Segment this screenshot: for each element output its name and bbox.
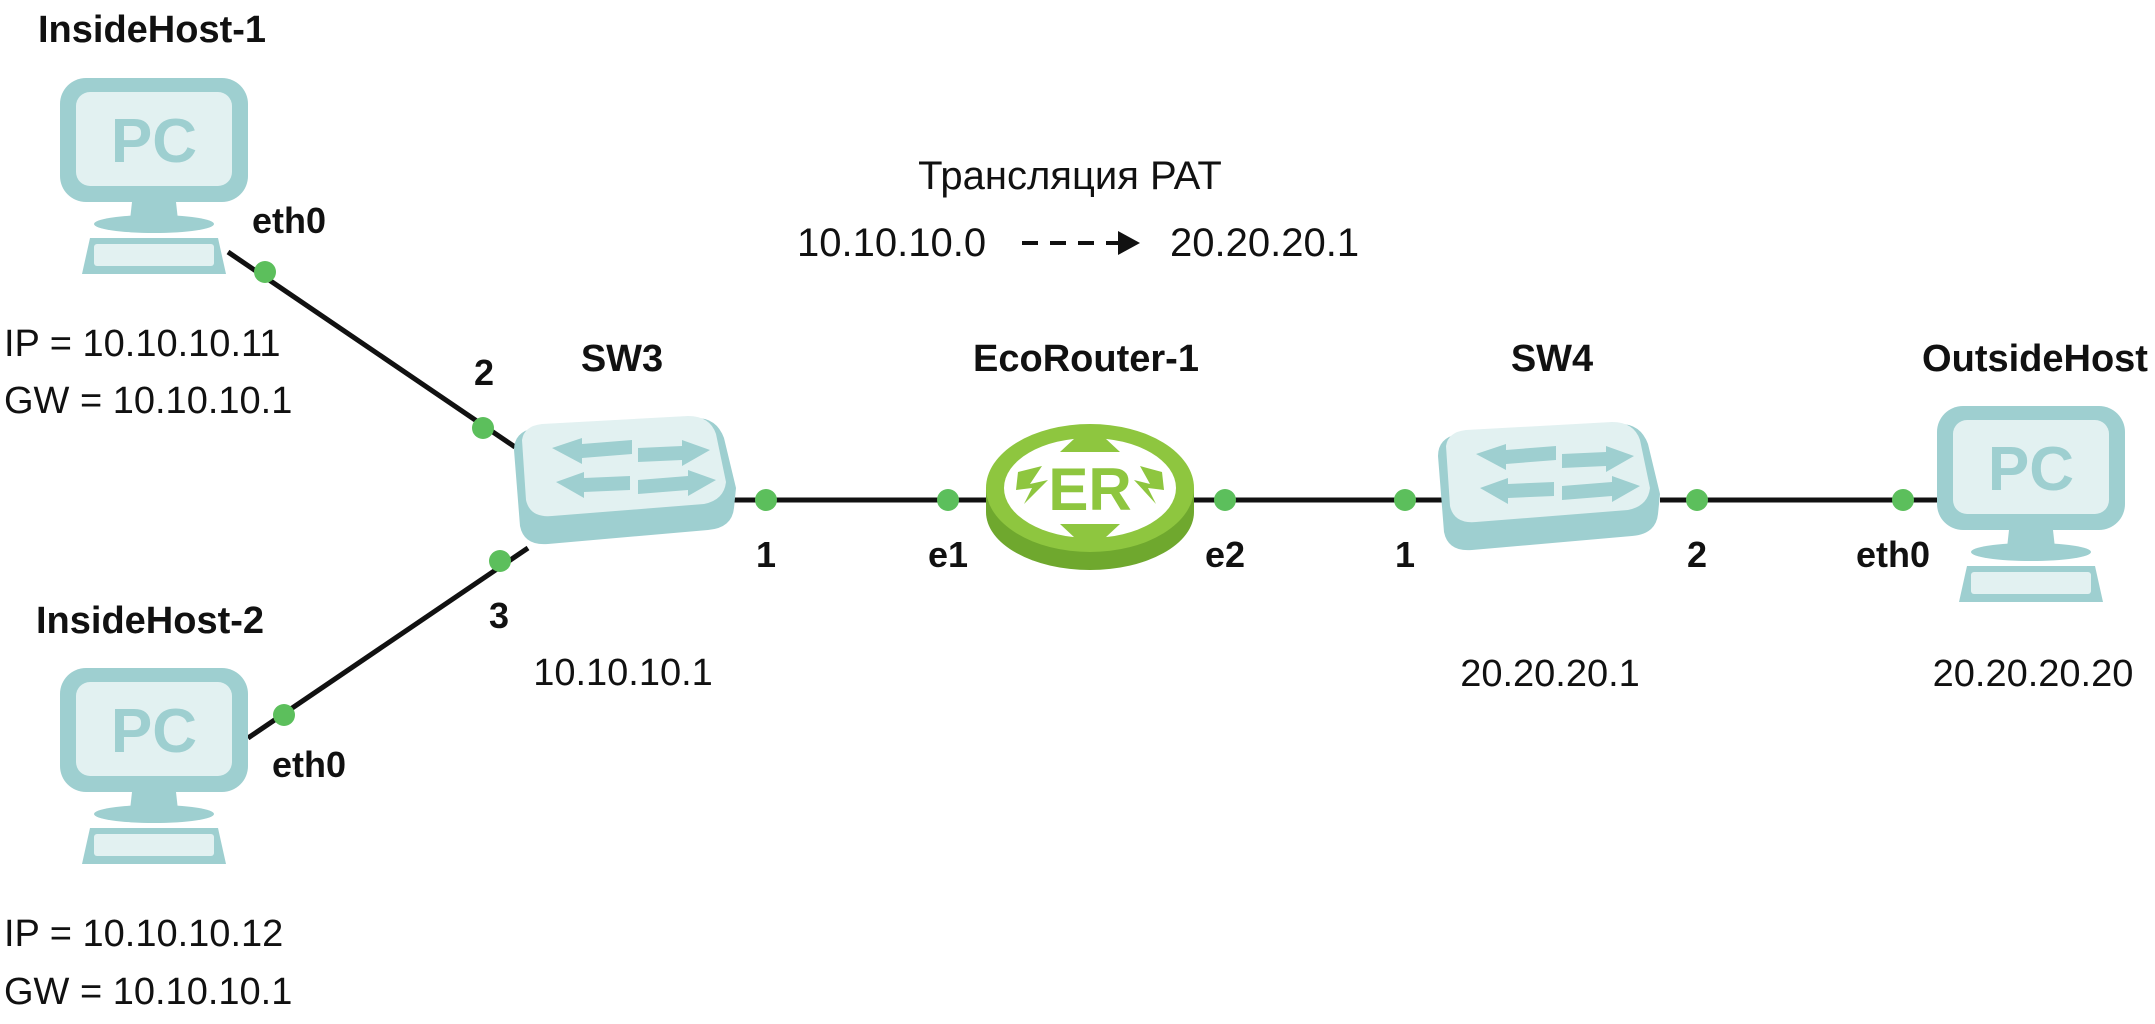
inside-host-2-pc-icon[interactable] [60, 668, 248, 864]
inside-host-1-name: InsideHost-1 [38, 9, 266, 51]
outside-host-address: 20.20.20.20 [1933, 653, 2134, 695]
pat-title: Трансляция PAT [918, 154, 1222, 198]
sw3-port-3: 3 [489, 595, 509, 636]
port-dot [1394, 489, 1416, 511]
port-dot [472, 417, 494, 439]
sw4-switch-icon[interactable] [1438, 422, 1660, 551]
sw3-port-2: 2 [474, 352, 494, 393]
port-dot [1892, 489, 1914, 511]
port-dot [254, 261, 276, 283]
router-port-e2: e2 [1205, 534, 1245, 575]
router-name: EcoRouter-1 [973, 338, 1199, 380]
sw3-name: SW3 [581, 338, 663, 380]
link-host1-sw3 [226, 249, 517, 450]
outside-host-name: OutsideHost [1922, 338, 2148, 380]
pat-from: 10.10.10.0 [797, 221, 986, 265]
port-dot [1686, 489, 1708, 511]
inside-host-1-ip: IP = 10.10.10.11 [4, 323, 280, 365]
pat-annotation: Трансляция PAT 10.10.10.0 20.20.20.1 [797, 154, 1359, 265]
port-dots [254, 261, 1914, 726]
sw3-port-1: 1 [756, 534, 776, 575]
pat-to: 20.20.20.1 [1170, 221, 1359, 265]
inside-host-2-port: eth0 [272, 744, 346, 785]
ecorouter-router-icon[interactable]: ER [986, 424, 1194, 570]
outside-host-pc-icon[interactable] [1937, 406, 2125, 602]
port-dot [1214, 489, 1236, 511]
inside-host-1-gw: GW = 10.10.10.1 [4, 380, 292, 422]
inside-host-1-port: eth0 [252, 200, 326, 241]
sw3-address: 10.10.10.1 [533, 652, 713, 694]
outside-host-port: eth0 [1856, 534, 1930, 575]
sw3-switch-icon[interactable] [514, 416, 736, 545]
port-dot [489, 550, 511, 572]
link-host2-sw3 [246, 545, 530, 741]
port-dot [755, 489, 777, 511]
sw4-port-1: 1 [1395, 534, 1415, 575]
router-port-e1: e1 [928, 534, 968, 575]
sw4-name: SW4 [1511, 338, 1593, 380]
inside-host-2-gw: GW = 10.10.10.1 [4, 971, 292, 1013]
inside-host-2-ip: IP = 10.10.10.12 [4, 913, 283, 955]
sw4-port-2: 2 [1687, 534, 1707, 575]
arrow-right-icon [1118, 231, 1140, 255]
inside-host-2-name: InsideHost-2 [36, 600, 264, 642]
sw4-address: 20.20.20.1 [1460, 653, 1640, 695]
router-icon-label: ER [1048, 456, 1131, 523]
inside-host-1-pc-icon[interactable] [60, 78, 248, 274]
port-dot [937, 489, 959, 511]
port-dot [273, 704, 295, 726]
